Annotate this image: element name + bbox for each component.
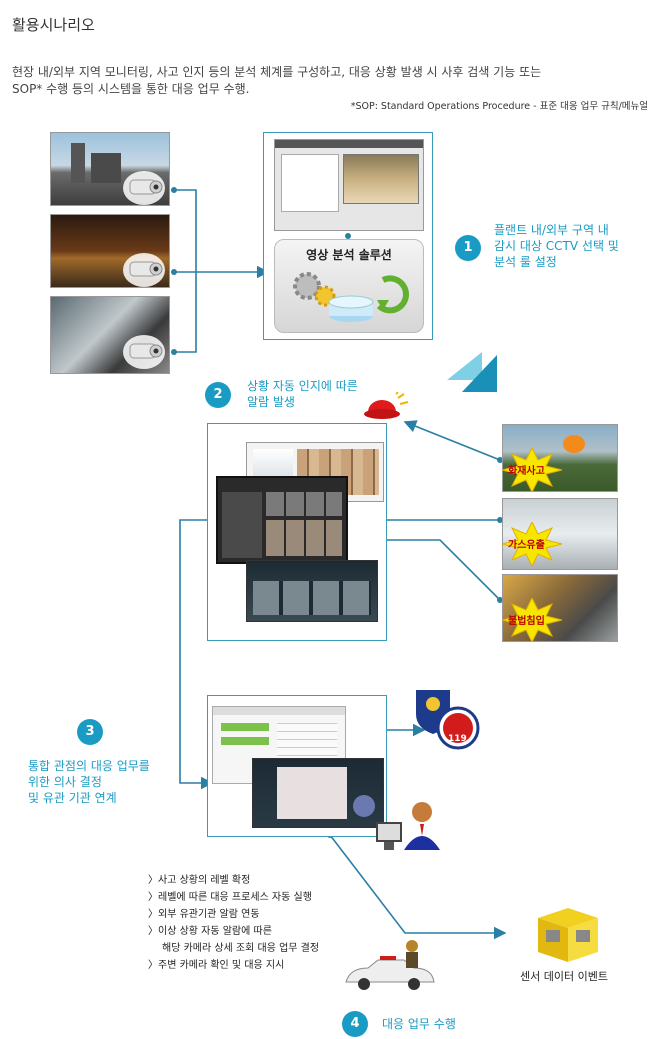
connector-dot: [345, 233, 351, 239]
description-line-2: SOP* 수행 등의 시스템을 통한 대응 업무 수행.: [12, 82, 250, 96]
window-titlebar: [275, 140, 423, 148]
camera-photo-steel-plant: [50, 132, 170, 206]
action-item: 〉외부 유관기관 알람 연동: [148, 909, 260, 920]
action-item: 〉레벨에 따른 대응 프로세스 자동 실행: [148, 892, 312, 903]
step-4-text: 대응 업무 수행: [382, 1017, 456, 1031]
settings-list-panel: [281, 154, 339, 212]
incident-label-intrusion: 불법침입: [508, 616, 545, 627]
action-item: 〉이상 상황 자동 알람에 따른: [148, 926, 272, 937]
camera-preview: [343, 154, 419, 204]
step-1-line: 플랜트 내/외부 구역 내: [494, 223, 609, 237]
sensor-device-icon: [538, 908, 598, 962]
fire-shape: [563, 435, 585, 453]
step-3-line: 위한 의사 결정: [28, 775, 102, 789]
incident-label-gas: 가스유출: [508, 540, 545, 551]
decision-frame: [207, 695, 387, 837]
decision-screen-back: [252, 758, 384, 828]
action-list: 〉사고 상황의 레벨 확정 〉레벨에 따른 대응 프로세스 자동 실행 〉외부 …: [148, 872, 319, 974]
action-item: 〉주변 카메라 확인 및 대응 지시: [148, 960, 285, 971]
step-3-badge: 3: [77, 719, 103, 745]
page-title: 활용시나리오: [12, 16, 95, 34]
operator-at-computer-icon: [376, 802, 440, 850]
camera-thumbnails-row: [266, 492, 342, 516]
solution-screenshot: [274, 139, 424, 231]
chimney-shape: [71, 143, 85, 183]
status-bar-green: [221, 723, 269, 731]
incident-label-fire: 화재사고: [508, 466, 545, 477]
cctv-camera-icon: [123, 253, 165, 287]
step-2-line: 알람 발생: [247, 395, 295, 409]
step-2-badge: 2: [205, 382, 231, 408]
pie-chart: [353, 795, 375, 817]
step-3-line: 및 유관 기관 연계: [28, 791, 117, 805]
incident-burst-fire: [502, 448, 562, 492]
plant-building-shape: [91, 153, 121, 183]
solution-label: 영상 분석 솔루션: [306, 248, 392, 262]
step-1-line: 감시 대상 CCTV 선택 및: [494, 239, 619, 253]
description-line-1: 현장 내/외부 지역 모니터링, 사고 인지 등의 분석 체계를 구성하고, 대…: [12, 65, 542, 79]
police-car-and-firefighter-icon: [345, 940, 435, 990]
emergency-119-text: 119: [448, 734, 467, 744]
incident-burst-intrusion: [502, 598, 562, 642]
monitoring-screen-bottom: [246, 560, 378, 622]
cctv-camera-icon: [123, 171, 165, 205]
action-item: 〉사고 상황의 레벨 확정: [148, 875, 251, 886]
cctv-camera-icon: [123, 335, 165, 369]
camera-thumbnails-row: [253, 581, 371, 615]
step-4-badge: 4: [342, 1011, 368, 1037]
action-item: 해당 카메라 상세 조회 대응 업무 결정: [162, 943, 320, 954]
step-3-line: 통합 관점의 대응 업무를: [28, 759, 150, 773]
monitoring-frame: [207, 423, 387, 641]
alarm-siren-icon: [364, 392, 409, 419]
window-titlebar: [213, 707, 345, 715]
camera-grid-panel: [222, 492, 262, 558]
step-1-line: 분석 룰 설정: [494, 255, 557, 269]
monitoring-screen-front: [216, 476, 348, 564]
incident-burst-gas: [502, 522, 562, 566]
solution-card: 영상 분석 솔루션: [274, 239, 424, 333]
sensor-label: 센서 데이터 이벤트: [520, 970, 608, 983]
gear-and-cycle-icon: [293, 272, 409, 322]
step-1-text: 플랜트 내/외부 구역 내 감시 대상 CCTV 선택 및 분석 룰 설정: [494, 222, 619, 270]
step-2-text: 상황 자동 인지에 따른 알람 발생: [247, 378, 358, 410]
step-1-badge: 1: [455, 235, 481, 261]
step-2-line: 상황 자동 인지에 따른: [247, 379, 358, 393]
camera-thumbnails-row: [266, 520, 342, 556]
page-description: 현장 내/외부 지역 모니터링, 사고 인지 등의 분석 체계를 구성하고, 대…: [12, 64, 642, 98]
status-bar-green: [221, 737, 269, 745]
video-analysis-solution-frame: 영상 분석 솔루션: [263, 132, 433, 340]
police-and-119-emblems: [416, 690, 480, 750]
step-3-text: 통합 관점의 대응 업무를 위한 의사 결정 및 유관 기관 연계: [28, 758, 150, 806]
floor-plan-map: [277, 767, 347, 819]
camera-link-line: [174, 189, 197, 353]
sop-footnote: *SOP: Standard Operations Procedure - 표준…: [350, 101, 648, 112]
